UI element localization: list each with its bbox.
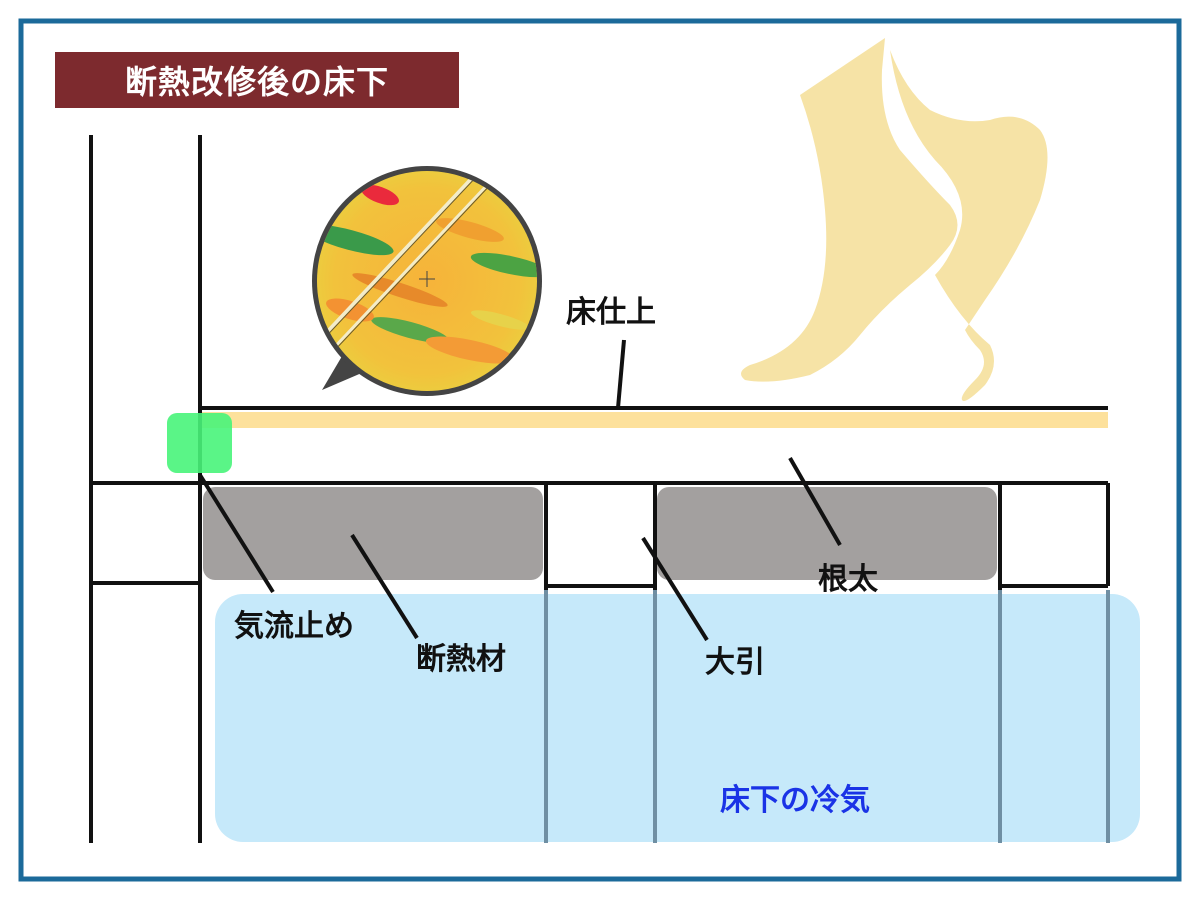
label-insulation: 断熱材 xyxy=(416,642,506,677)
thermal-image-bubble-icon xyxy=(312,166,542,396)
label-sleeper-beam: 大引 xyxy=(705,645,765,680)
airtight-seal xyxy=(167,413,232,473)
label-cold-air: 床下の冷気 xyxy=(720,783,870,818)
label-floor-finish: 床仕上 xyxy=(566,295,656,330)
leader-sleeper-beam xyxy=(641,536,709,642)
leader-airtight-seal xyxy=(198,473,275,594)
bare-feet-icon xyxy=(741,38,1048,401)
floor-finish-layer xyxy=(200,412,1108,428)
insulation-block xyxy=(203,487,543,580)
leader-joist xyxy=(788,457,842,546)
label-airtight-seal: 気流止め xyxy=(234,609,354,644)
title-banner: 断熱改修後の床下 xyxy=(55,52,459,108)
leader-floor-finish xyxy=(616,339,626,409)
cold-air-region xyxy=(215,594,1140,842)
page-title: 断熱改修後の床下 xyxy=(124,63,389,101)
insulation-block xyxy=(657,487,997,580)
label-joist: 根太 xyxy=(818,562,878,597)
leader-insulation xyxy=(350,533,419,640)
